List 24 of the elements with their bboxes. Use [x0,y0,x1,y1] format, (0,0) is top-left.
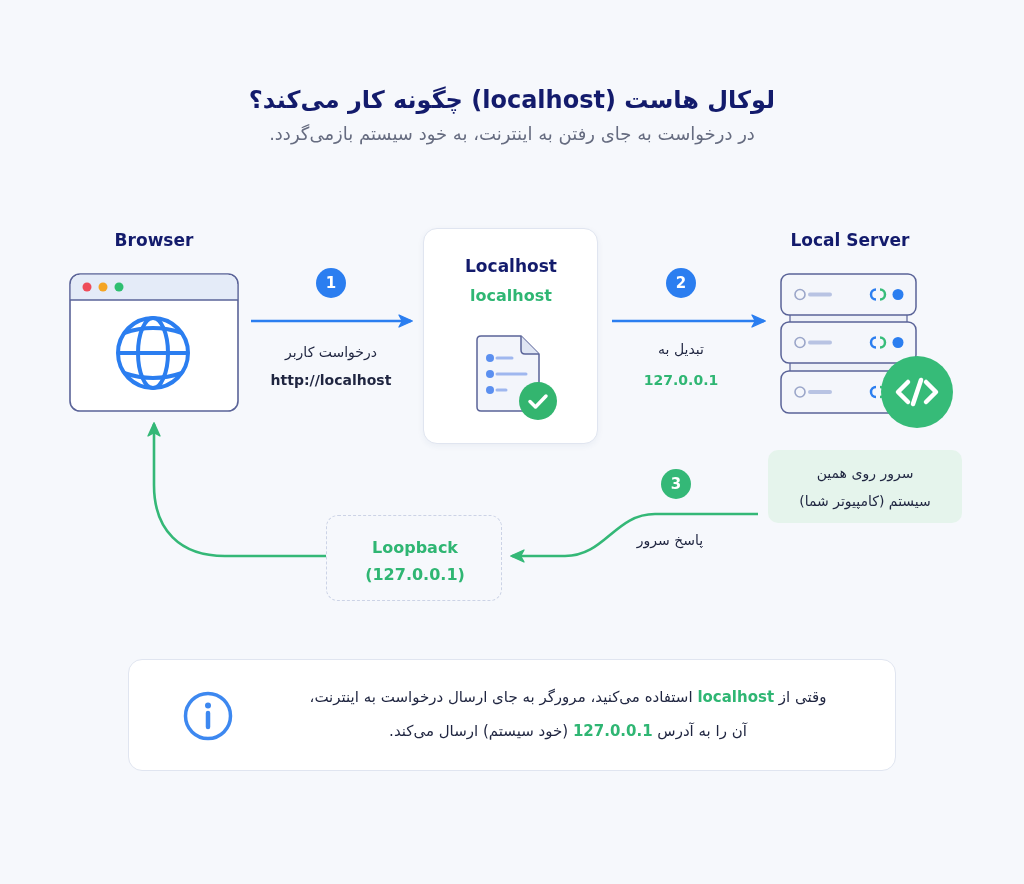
process-box [423,228,598,444]
address-text: http://localhost [270,372,392,388]
box-subheading: (127.0.0.1) [365,564,465,584]
address-text: 127.0.0.1 [643,372,719,388]
arrow [612,314,766,328]
box-heading: Localhost [465,256,557,276]
node-heading: Browser [114,230,194,250]
edge-label: پاسخ سرور [636,532,704,548]
note-box: سرور روی همین سیستم (کامپیوتر شما) [768,450,962,523]
step-number: 3 [661,469,691,499]
edge-label: درخواست کاربر [285,344,377,360]
box-subheading: localhost [470,285,552,305]
arrow [147,422,326,558]
node-heading: Local Server [790,230,910,250]
info-box [128,659,896,771]
arrow [251,314,413,328]
subtitle: در درخواست به جای رفتن به اینترنت، به خود سیستم بازمی‌گردد. [269,122,755,144]
arrow [510,512,758,563]
step-number: 2 [666,268,696,298]
step-number: 1 [316,268,346,298]
process-box [326,515,502,601]
title: لوکال هاست (localhost) چگونه کار می‌کند؟ [248,86,776,114]
edge-label: تبدیل به [658,341,704,357]
box-heading: Loopback [372,537,458,557]
